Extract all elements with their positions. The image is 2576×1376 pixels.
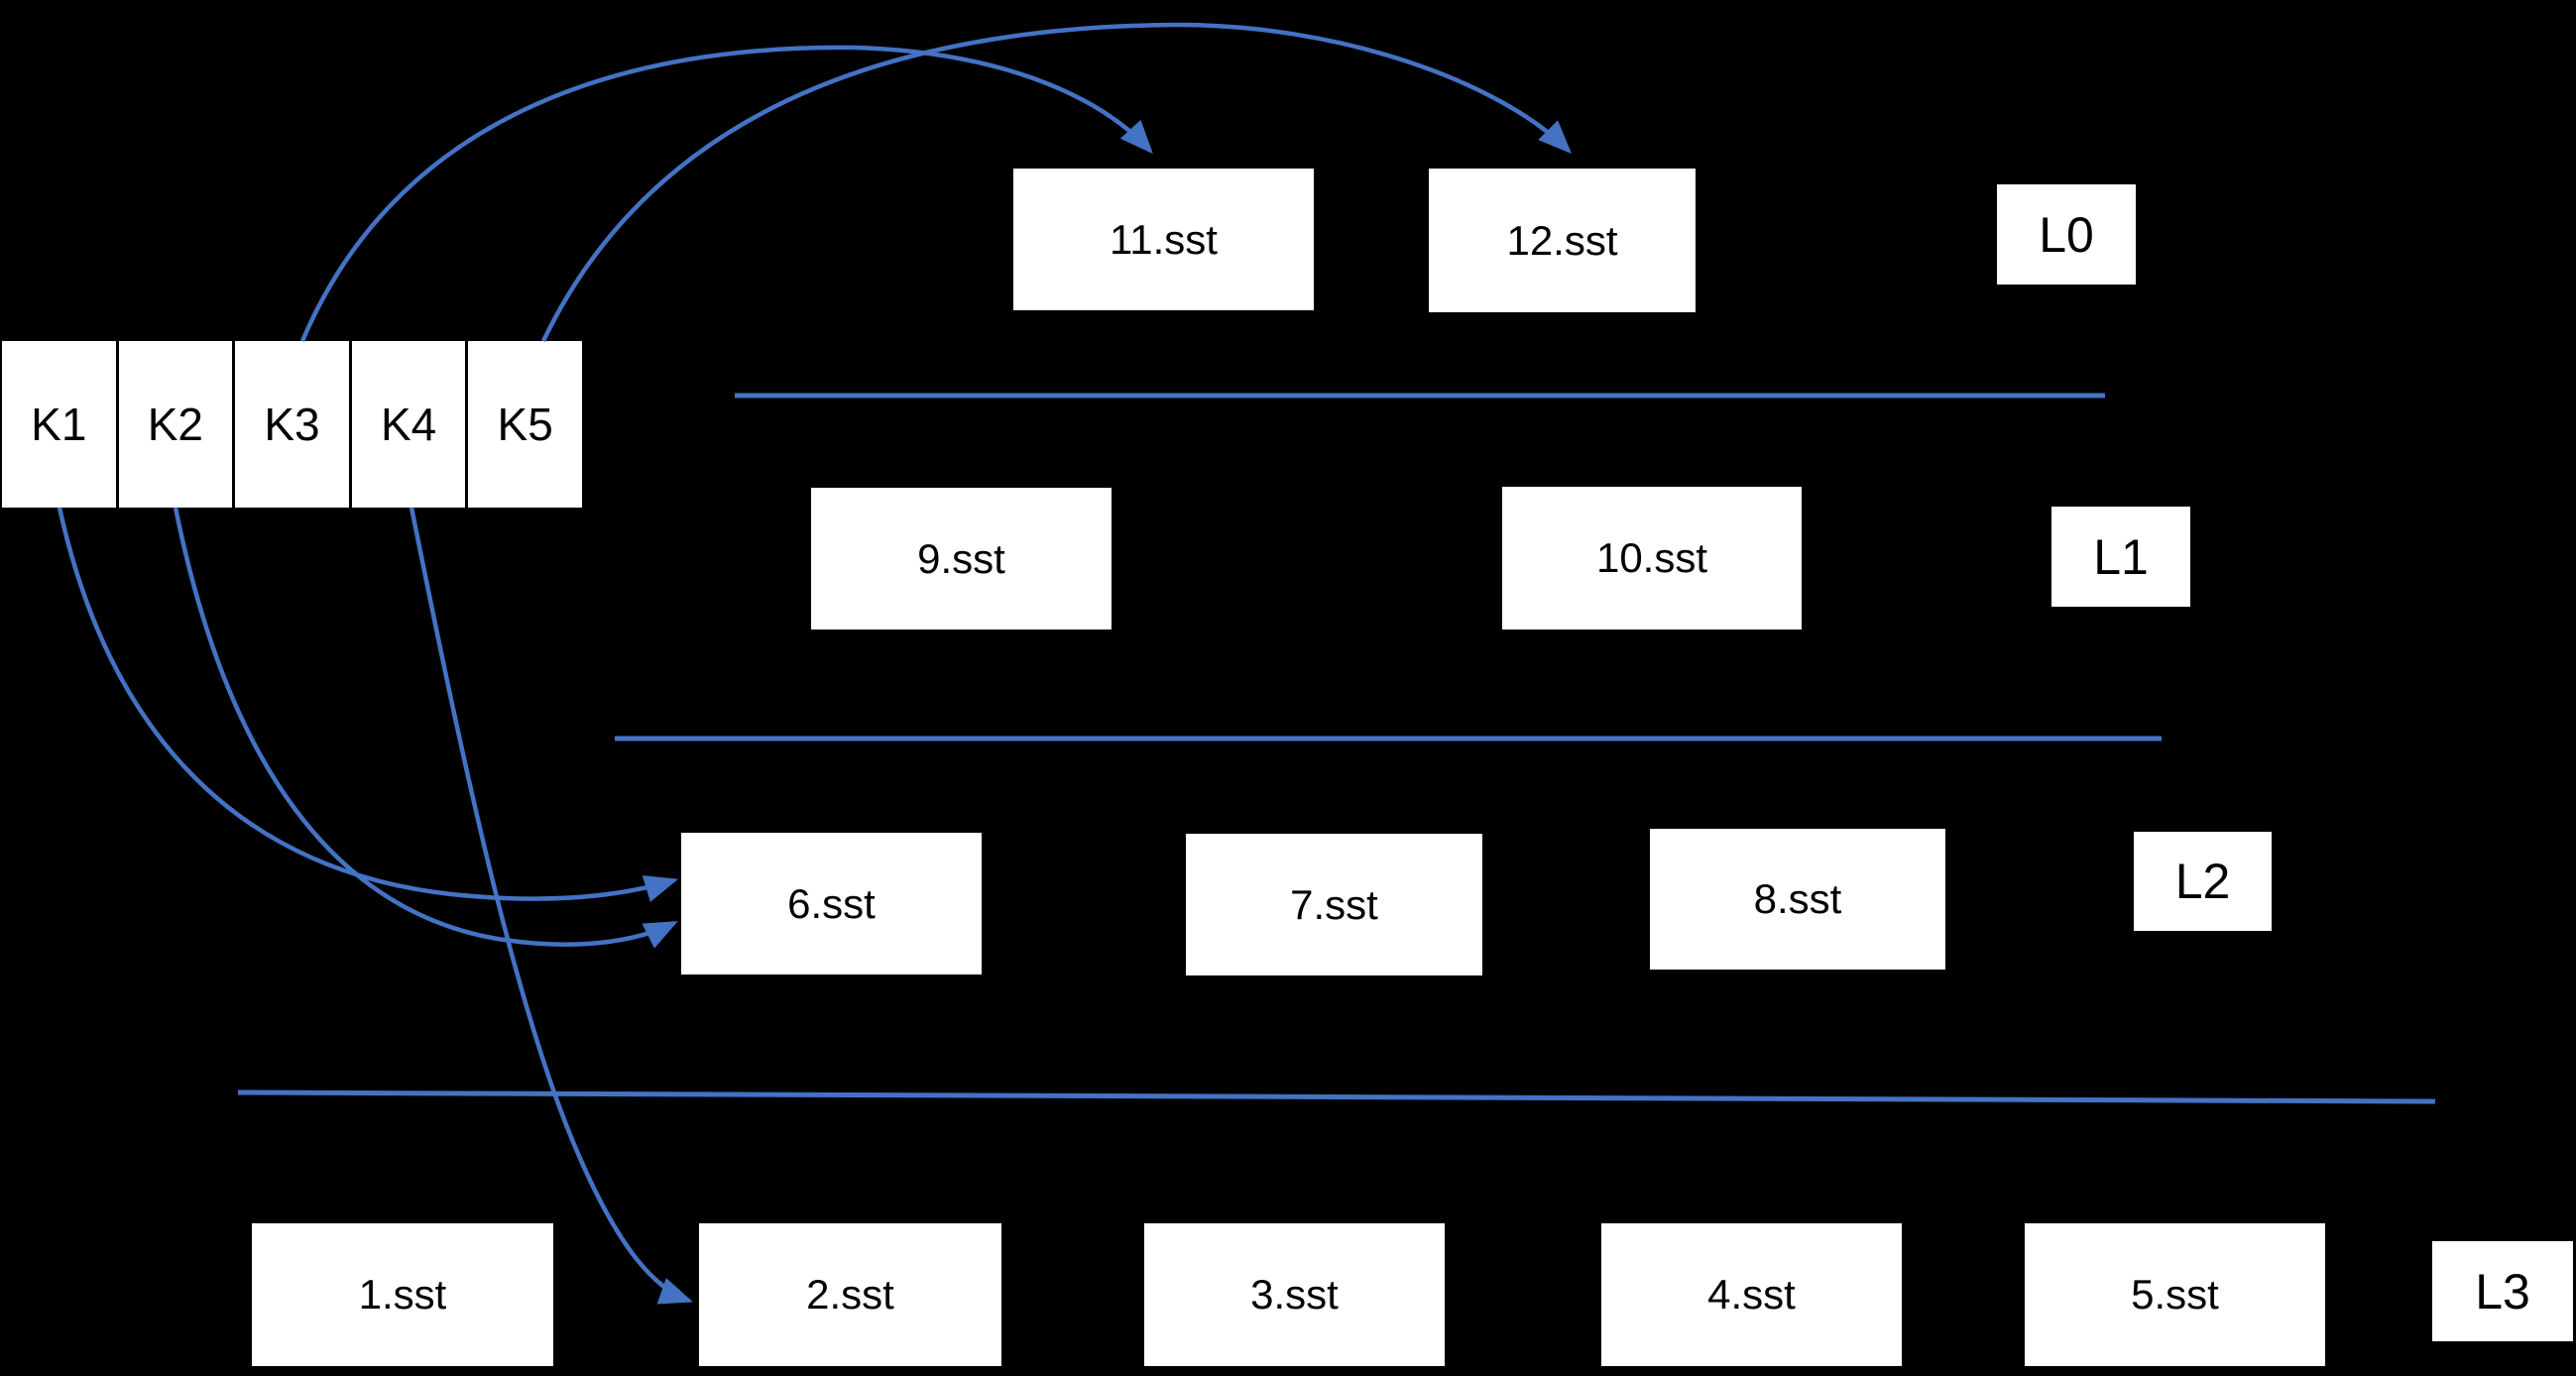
level-label-l1: L1	[2051, 507, 2190, 607]
sst-file-12: 12.sst	[1429, 169, 1696, 312]
sst-file-6: 6.sst	[681, 833, 982, 975]
sst-file-4: 4.sst	[1601, 1223, 1902, 1366]
sst-file-5: 5.sst	[2025, 1223, 2325, 1366]
sst-file-11: 11.sst	[1013, 169, 1314, 310]
memtable-key-k3: K3	[232, 341, 349, 508]
arrow-k4-to-2sst	[409, 507, 693, 1305]
level-label-l0: L0	[1997, 184, 2136, 285]
memtable-key-k5: K5	[465, 341, 582, 508]
sst-file-7: 7.sst	[1186, 834, 1482, 975]
sst-file-8: 8.sst	[1650, 829, 1945, 970]
sst-file-3: 3.sst	[1144, 1223, 1445, 1366]
memtable-key-k2: K2	[115, 341, 233, 508]
level-label-l2: L2	[2134, 832, 2272, 931]
memtable-key-k4: K4	[348, 341, 466, 508]
sst-file-10: 10.sst	[1502, 487, 1802, 630]
arrow-k2-to-6sst	[173, 507, 678, 949]
sst-file-9: 9.sst	[811, 488, 1112, 630]
level-label-l3: L3	[2432, 1241, 2573, 1341]
arrow-k1-to-6sst	[57, 507, 679, 902]
sst-file-1: 1.sst	[252, 1223, 553, 1366]
separator-l2-l3	[237, 1089, 2436, 1104]
memtable-key-k1: K1	[2, 341, 116, 508]
memtable-key-strip: K1 K2 K3 K4 K5	[2, 341, 582, 508]
sst-file-2: 2.sst	[699, 1223, 1001, 1366]
